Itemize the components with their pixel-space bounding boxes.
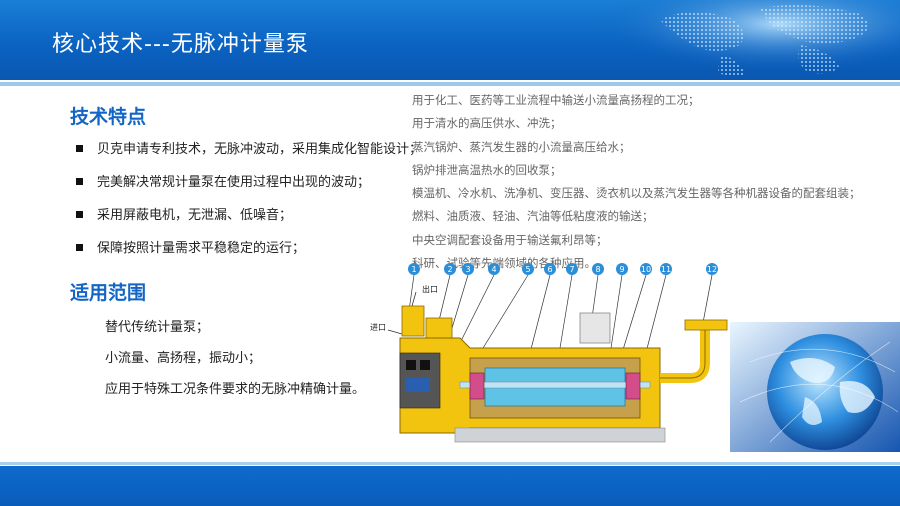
svg-text:7: 7 [569,265,574,274]
globe-image [730,322,900,452]
list-item: 模温机、冷水机、洗净机、变压器、烫衣机以及蒸汽发生器等各种机器设备的配套组装； [412,186,861,201]
svg-text:6: 6 [547,265,552,274]
callout-12: 12 [706,263,718,275]
svg-text:9: 9 [619,265,624,274]
svg-text:8: 8 [595,265,600,274]
bullet-square-icon [76,145,83,152]
feature-text: 保障按照计量需求平稳稳定的运行； [97,241,306,256]
svg-text:11: 11 [661,265,671,274]
features-heading: 技术特点 [70,106,147,128]
footer-divider [0,462,900,465]
list-item: 锅炉排泄高温热水的回收泵； [412,162,562,177]
list-item: 应用于特殊工况条件要求的无脉冲精确计量。 [105,382,366,397]
svg-text:1: 1 [411,265,416,274]
footer-bar [0,466,900,506]
outlet-flange [401,305,425,337]
features-list: 贝克申请专利技术，无脉冲波动，采用集成化智能设计； 完美解决常规计量泵在使用过程… [76,138,422,270]
inlet-label: 进口 [370,323,386,332]
bearing-right [625,372,641,400]
callout-8: 8 [592,263,604,275]
list-item: 保障按照计量需求平稳稳定的运行； [76,237,422,270]
header-bar: 核心技术---无脉冲计量泵 [0,0,900,80]
callout-2: 2 [444,263,456,275]
header-divider [0,82,900,86]
list-item: 采用屏蔽电机，无泄漏、低噪音； [76,204,422,237]
applications-heading: 适用范围 [70,282,147,304]
feature-text: 采用屏蔽电机，无泄漏、低噪音； [97,208,293,223]
callout-4: 4 [488,263,500,275]
svg-text:10: 10 [641,265,651,274]
applications-list: 替代传统计量泵； 小流量、高扬程，振动小； 应用于特殊工况条件要求的无脉冲精确计… [105,316,365,409]
feature-text: 贝克申请专利技术，无脉冲波动，采用集成化智能设计； [97,142,423,157]
shaft [459,381,651,389]
svg-text:2: 2 [447,265,452,274]
svg-text:4: 4 [491,265,496,274]
svg-text:3: 3 [465,265,470,274]
pump-cross-section-diagram: 1 2 3 4 5 6 7 8 9 10 11 12 出口 进口 [370,263,728,443]
outlet-label: 出口 [422,284,438,294]
pipe-flange [684,319,728,331]
junction-box [579,312,611,344]
bearing-left [469,372,485,400]
callout-3: 3 [462,263,474,275]
page-title: 核心技术---无脉冲计量泵 [52,32,309,57]
bullet-square-icon [76,178,83,185]
bullet-square-icon [76,211,83,218]
feature-text: 完美解决常规计量泵在使用过程中出现的波动； [97,175,371,190]
list-item: 完美解决常规计量泵在使用过程中出现的波动； [76,171,422,204]
list-item: 用于化工、医药等工业流程中输送小流量高扬程的工况； [412,93,700,107]
callout-7: 7 [566,263,578,275]
callout-1: 1 [408,263,420,275]
svg-text:5: 5 [525,265,530,274]
callout-9: 9 [616,263,628,275]
list-item: 蒸汽锅炉、蒸汽发生器的小流量高压给水； [412,139,631,154]
list-item: 用于清水的高压供水、冲洗； [412,116,562,131]
callout-5: 5 [522,263,534,275]
world-map-decoration [600,0,900,80]
usage-list: 用于化工、医药等工业流程中输送小流量高扬程的工况； 用于清水的高压供水、冲洗； … [412,92,861,278]
bullet-square-icon [76,244,83,251]
callout-6: 6 [544,263,556,275]
callout-11: 11 [660,263,672,275]
list-item: 小流量、高扬程，振动小； [105,351,262,366]
list-item: 中央空调配套设备用于输送氟利昂等； [412,232,608,247]
list-item: 贝克申请专利技术，无脉冲波动，采用集成化智能设计； [76,138,422,171]
list-item: 替代传统计量泵； [105,320,210,335]
callout-10: 10 [640,263,652,275]
callout-markers: 1 2 3 4 5 6 7 8 9 10 11 12 [408,263,718,275]
svg-text:12: 12 [707,265,717,274]
list-item: 燃料、油质液、轻油、汽油等低粘度液的输送； [412,209,654,224]
